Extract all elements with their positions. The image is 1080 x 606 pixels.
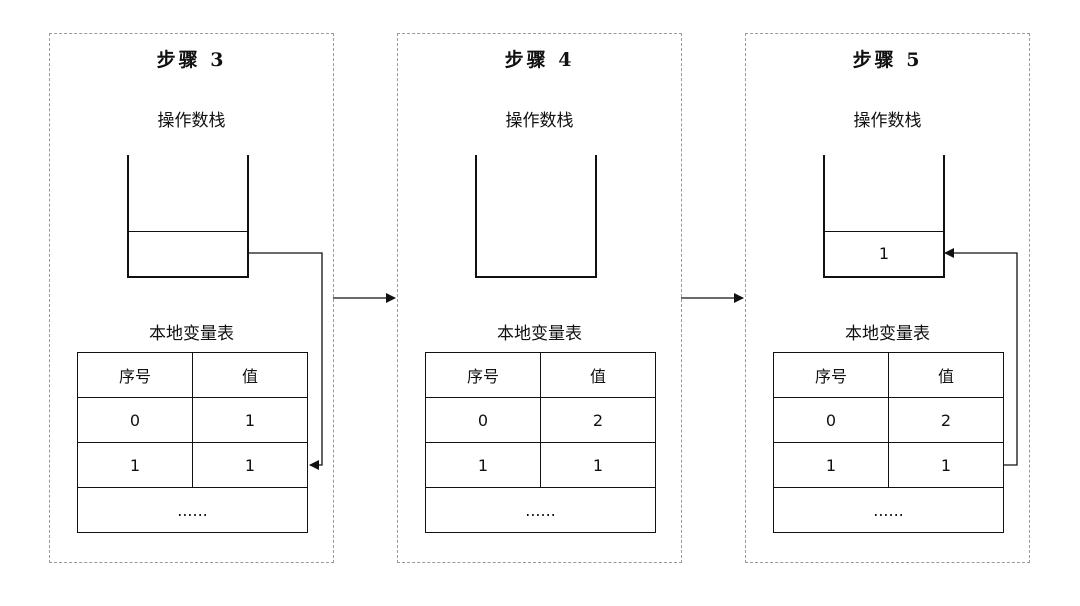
- stack-slot: [129, 231, 247, 276]
- row-index: 0: [77, 397, 193, 443]
- table-row-ellipsis: ......: [773, 487, 1004, 533]
- table-row-ellipsis: ......: [425, 487, 656, 533]
- operand-stack: 1: [823, 155, 945, 278]
- header-value: 值: [888, 352, 1004, 398]
- row-index: 1: [425, 442, 541, 488]
- step-4-panel: 步骤 4 操作数栈 本地变量表 序号 值 0 2 1 1 ......: [397, 33, 682, 563]
- operand-stack-label: 操作数栈: [505, 111, 574, 131]
- table-row: 0 1: [77, 397, 308, 443]
- row-value: 1: [540, 442, 656, 488]
- step-title: 步骤 3: [156, 49, 227, 71]
- row-value: 1: [888, 442, 1004, 488]
- row-index: 1: [77, 442, 193, 488]
- operand-stack-label: 操作数栈: [853, 111, 922, 131]
- operand-stack: [475, 155, 597, 278]
- step-title: 步骤 5: [852, 49, 923, 71]
- row-index: 1: [773, 442, 889, 488]
- table-row-ellipsis: ......: [77, 487, 308, 533]
- local-variable-table-label: 本地变量表: [497, 324, 582, 344]
- table-row: 1 1: [77, 442, 308, 488]
- table-row: 0 2: [425, 397, 656, 443]
- table-header-row: 序号 值: [77, 352, 308, 398]
- step-title: 步骤 4: [504, 49, 575, 71]
- row-value: 1: [192, 397, 308, 443]
- header-value: 值: [540, 352, 656, 398]
- ellipsis-cell: ......: [77, 487, 308, 533]
- row-value: 2: [888, 397, 1004, 443]
- operand-stack: [127, 155, 249, 278]
- row-index: 0: [425, 397, 541, 443]
- local-variable-table-label: 本地变量表: [845, 324, 930, 344]
- table-header-row: 序号 值: [425, 352, 656, 398]
- table-row: 1 1: [773, 442, 1004, 488]
- local-variable-table: 序号 值 0 2 1 1 ......: [773, 352, 1004, 533]
- row-value: 1: [192, 442, 308, 488]
- local-variable-table: 序号 值 0 2 1 1 ......: [425, 352, 656, 533]
- operand-stack-label: 操作数栈: [157, 111, 226, 131]
- header-value: 值: [192, 352, 308, 398]
- row-index: 0: [773, 397, 889, 443]
- step-3-panel: 步骤 3 操作数栈 本地变量表 序号 值 0 1 1 1 ......: [49, 33, 334, 563]
- step-5-panel: 步骤 5 操作数栈 1 本地变量表 序号 值 0 2 1 1 ......: [745, 33, 1030, 563]
- row-value: 2: [540, 397, 656, 443]
- table-row: 0 2: [773, 397, 1004, 443]
- ellipsis-cell: ......: [425, 487, 656, 533]
- stack-slot: 1: [825, 231, 943, 276]
- local-variable-table: 序号 值 0 1 1 1 ......: [77, 352, 308, 533]
- header-index: 序号: [425, 352, 541, 398]
- ellipsis-cell: ......: [773, 487, 1004, 533]
- header-index: 序号: [773, 352, 889, 398]
- local-variable-table-label: 本地变量表: [149, 324, 234, 344]
- table-row: 1 1: [425, 442, 656, 488]
- header-index: 序号: [77, 352, 193, 398]
- table-header-row: 序号 值: [773, 352, 1004, 398]
